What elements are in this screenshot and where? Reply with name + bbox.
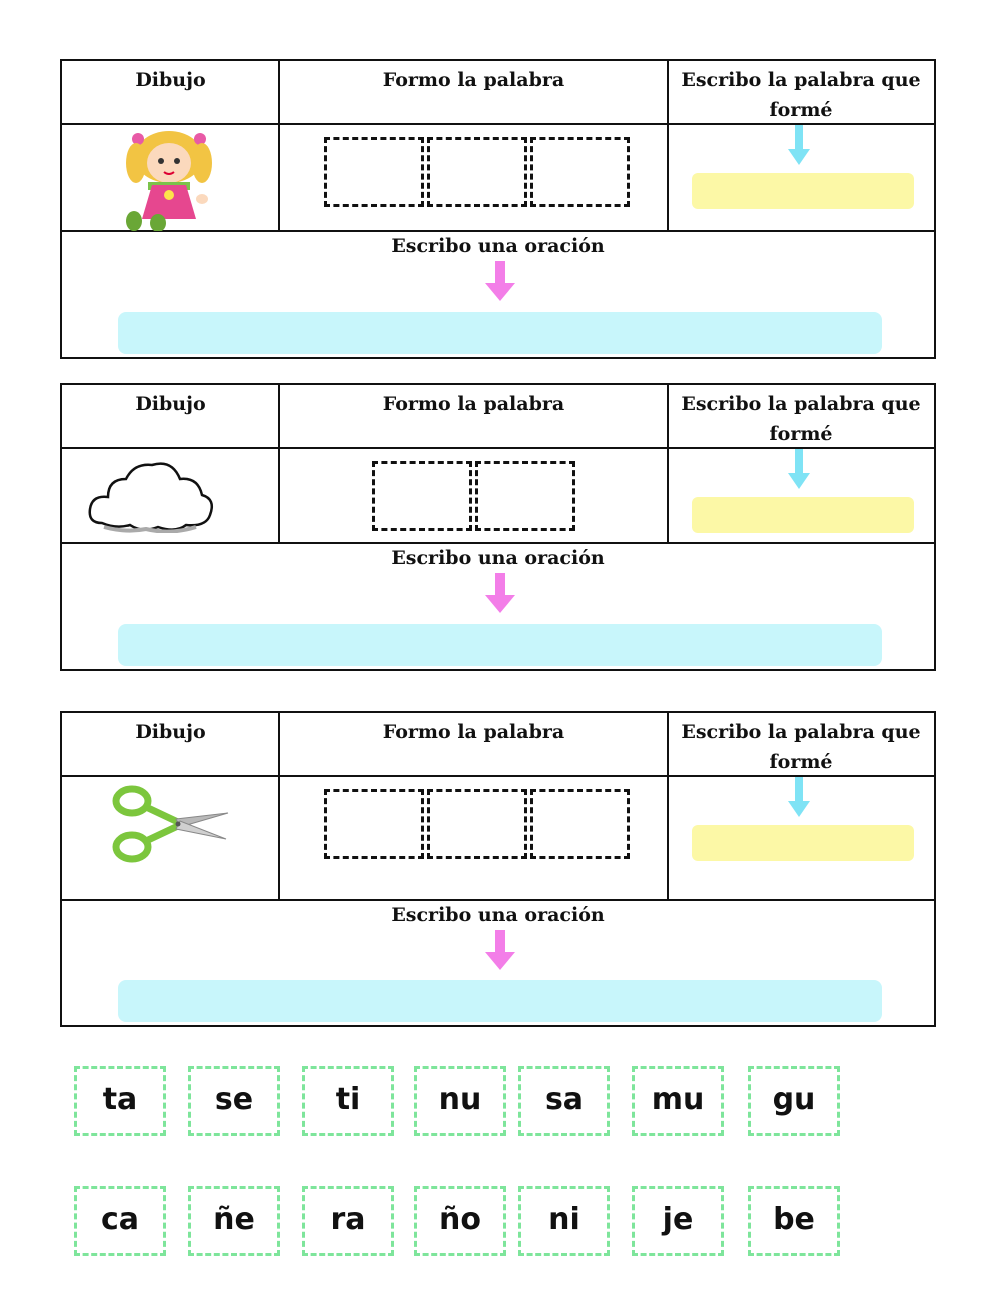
syllable-tile-ta[interactable]: ta — [74, 1066, 166, 1136]
header-dibujo: Dibujo — [62, 713, 279, 777]
doll-icon — [126, 131, 212, 231]
header-escribo-palabra: Escribo la palabra que formé — [668, 61, 934, 125]
syllable-tile-ca[interactable]: ca — [74, 1186, 166, 1256]
syllable-tile-sa[interactable]: sa — [518, 1066, 610, 1136]
header-escribo-palabra: Escribo la palabra que formé — [668, 713, 934, 777]
syllable-tile-se[interactable]: se — [188, 1066, 280, 1136]
sentence-answer-field[interactable] — [118, 312, 882, 354]
scissors-icon — [112, 785, 229, 863]
syllable-tile-ra[interactable]: ra — [302, 1186, 394, 1256]
arrow-down-pink-icon — [485, 930, 515, 970]
syllable-tile-mu[interactable]: mu — [632, 1066, 724, 1136]
header-formo-palabra: Formo la palabra — [279, 61, 668, 125]
exercise-block-1: Dibujo Formo la palabra Escribo la palab… — [60, 59, 936, 359]
arrow-down-pink-icon — [485, 261, 515, 301]
arrow-down-cyan-icon — [788, 125, 810, 165]
syllable-tile-ni[interactable]: ni — [518, 1186, 610, 1256]
syllable-tile-gu[interactable]: gu — [748, 1066, 840, 1136]
syllable-slot[interactable] — [530, 137, 630, 207]
arrow-down-cyan-icon — [788, 449, 810, 489]
exercise-block-2: Dibujo Formo la palabra Escribo la palab… — [60, 383, 936, 671]
syllable-tile-je[interactable]: je — [632, 1186, 724, 1256]
syllable-tile-be[interactable]: be — [748, 1186, 840, 1256]
syllable-slot[interactable] — [324, 137, 424, 207]
header-escribo-palabra: Escribo la palabra que formé — [668, 385, 934, 449]
word-answer-field[interactable] — [692, 173, 914, 209]
syllable-tile-nu[interactable]: nu — [414, 1066, 506, 1136]
syllable-slot[interactable] — [530, 789, 630, 859]
syllable-slot[interactable] — [427, 137, 527, 207]
sentence-label: Escribo una oración — [391, 235, 605, 257]
sentence-label: Escribo una oración — [391, 904, 605, 926]
syllable-slot[interactable] — [372, 461, 472, 531]
syllable-slot[interactable] — [324, 789, 424, 859]
exercise-block-3: Dibujo Formo la palabra Escribo la palab… — [60, 711, 936, 1027]
header-formo-palabra: Formo la palabra — [279, 713, 668, 777]
word-answer-field[interactable] — [692, 497, 914, 533]
arrow-down-cyan-icon — [788, 777, 810, 817]
cloud-icon — [88, 462, 213, 533]
header-formo-palabra: Formo la palabra — [279, 385, 668, 449]
header-dibujo: Dibujo — [62, 61, 279, 125]
sentence-label: Escribo una oración — [391, 547, 605, 569]
sentence-answer-field[interactable] — [118, 624, 882, 666]
syllable-slot[interactable] — [427, 789, 527, 859]
header-dibujo: Dibujo — [62, 385, 279, 449]
arrow-down-pink-icon — [485, 573, 515, 613]
word-answer-field[interactable] — [692, 825, 914, 861]
sentence-answer-field[interactable] — [118, 980, 882, 1022]
syllable-slot[interactable] — [475, 461, 575, 531]
syllable-tile-ti[interactable]: ti — [302, 1066, 394, 1136]
syllable-tile-ne[interactable]: ñe — [188, 1186, 280, 1256]
syllable-tile-no[interactable]: ño — [414, 1186, 506, 1256]
